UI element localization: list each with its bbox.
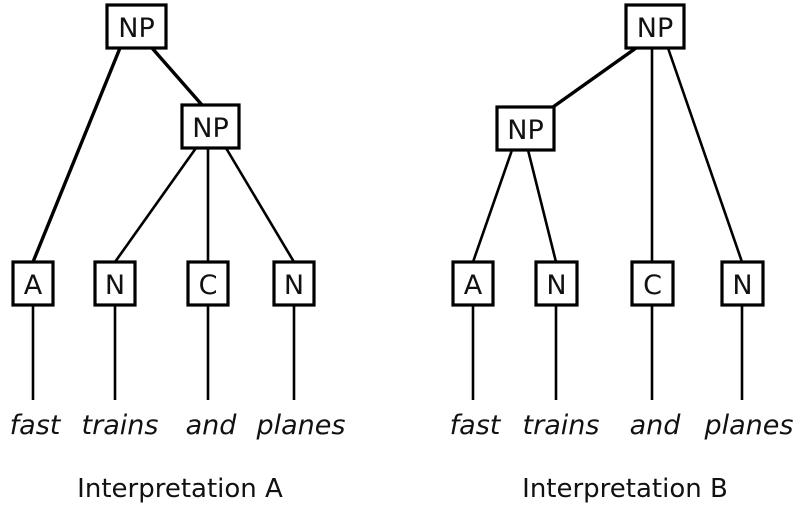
node-box-a-pos-n2 [272,260,316,307]
node-label-b-pos-a: A [464,270,483,301]
word-label-a-word-fast: fast [10,410,62,441]
tree-edge-b-np-sub-to-b-pos-n1 [526,149,558,263]
node-box-a-np-sub [180,103,241,150]
node-label-a-np-root: NP [118,13,154,44]
tree-edge-a-np-root-to-a-pos-a [31,47,122,263]
node-box-b-pos-c [630,260,675,307]
tree-caption-interpretation-a: Interpretation A [77,474,283,504]
tree-edge-a-np-root-to-a-np-sub [150,46,204,107]
tree-edge-b-np-root-to-b-pos-n2 [666,47,744,263]
word-label-a-word-trains: trains [82,410,159,441]
word-label-b-word-fast: fast [450,410,502,441]
node-box-a-pos-a [11,260,55,307]
node-box-a-pos-n1 [93,260,137,307]
word-label-a-word-planes: planes [256,410,346,441]
node-label-b-np-root: NP [637,13,673,44]
word-label-b-word-trains: trains [523,410,600,441]
node-label-a-np-sub: NP [192,113,228,144]
tree-edge-b-np-root-to-b-np-sub [552,46,637,109]
node-box-b-np-root [624,3,686,50]
tree-edge-a-np-sub-to-a-pos-n1 [113,147,198,263]
node-box-a-pos-c [186,260,230,307]
tree-edge-a-np-sub-to-a-pos-n2 [224,147,296,263]
node-label-a-pos-c: C [199,270,218,301]
node-box-b-pos-a [451,260,495,307]
word-label-b-word-and: and [630,410,682,441]
word-label-b-word-planes: planes [704,410,794,441]
node-label-a-pos-a: A [24,270,43,301]
node-label-b-pos-n2: N [732,270,752,301]
node-box-a-np-root [105,3,168,50]
node-box-b-np-sub [495,105,556,152]
node-label-a-pos-n1: N [105,270,125,301]
tree-edge-b-np-sub-to-b-pos-a [471,149,514,263]
node-label-b-np-sub: NP [507,115,543,146]
node-label-a-pos-n2: N [284,270,304,301]
node-box-b-pos-n2 [720,260,765,307]
node-label-b-pos-n1: N [546,270,566,301]
node-label-b-pos-c: C [643,270,662,301]
word-label-a-word-and: and [186,410,238,441]
node-box-b-pos-n1 [534,260,579,307]
tree-caption-interpretation-b: Interpretation B [522,474,728,504]
